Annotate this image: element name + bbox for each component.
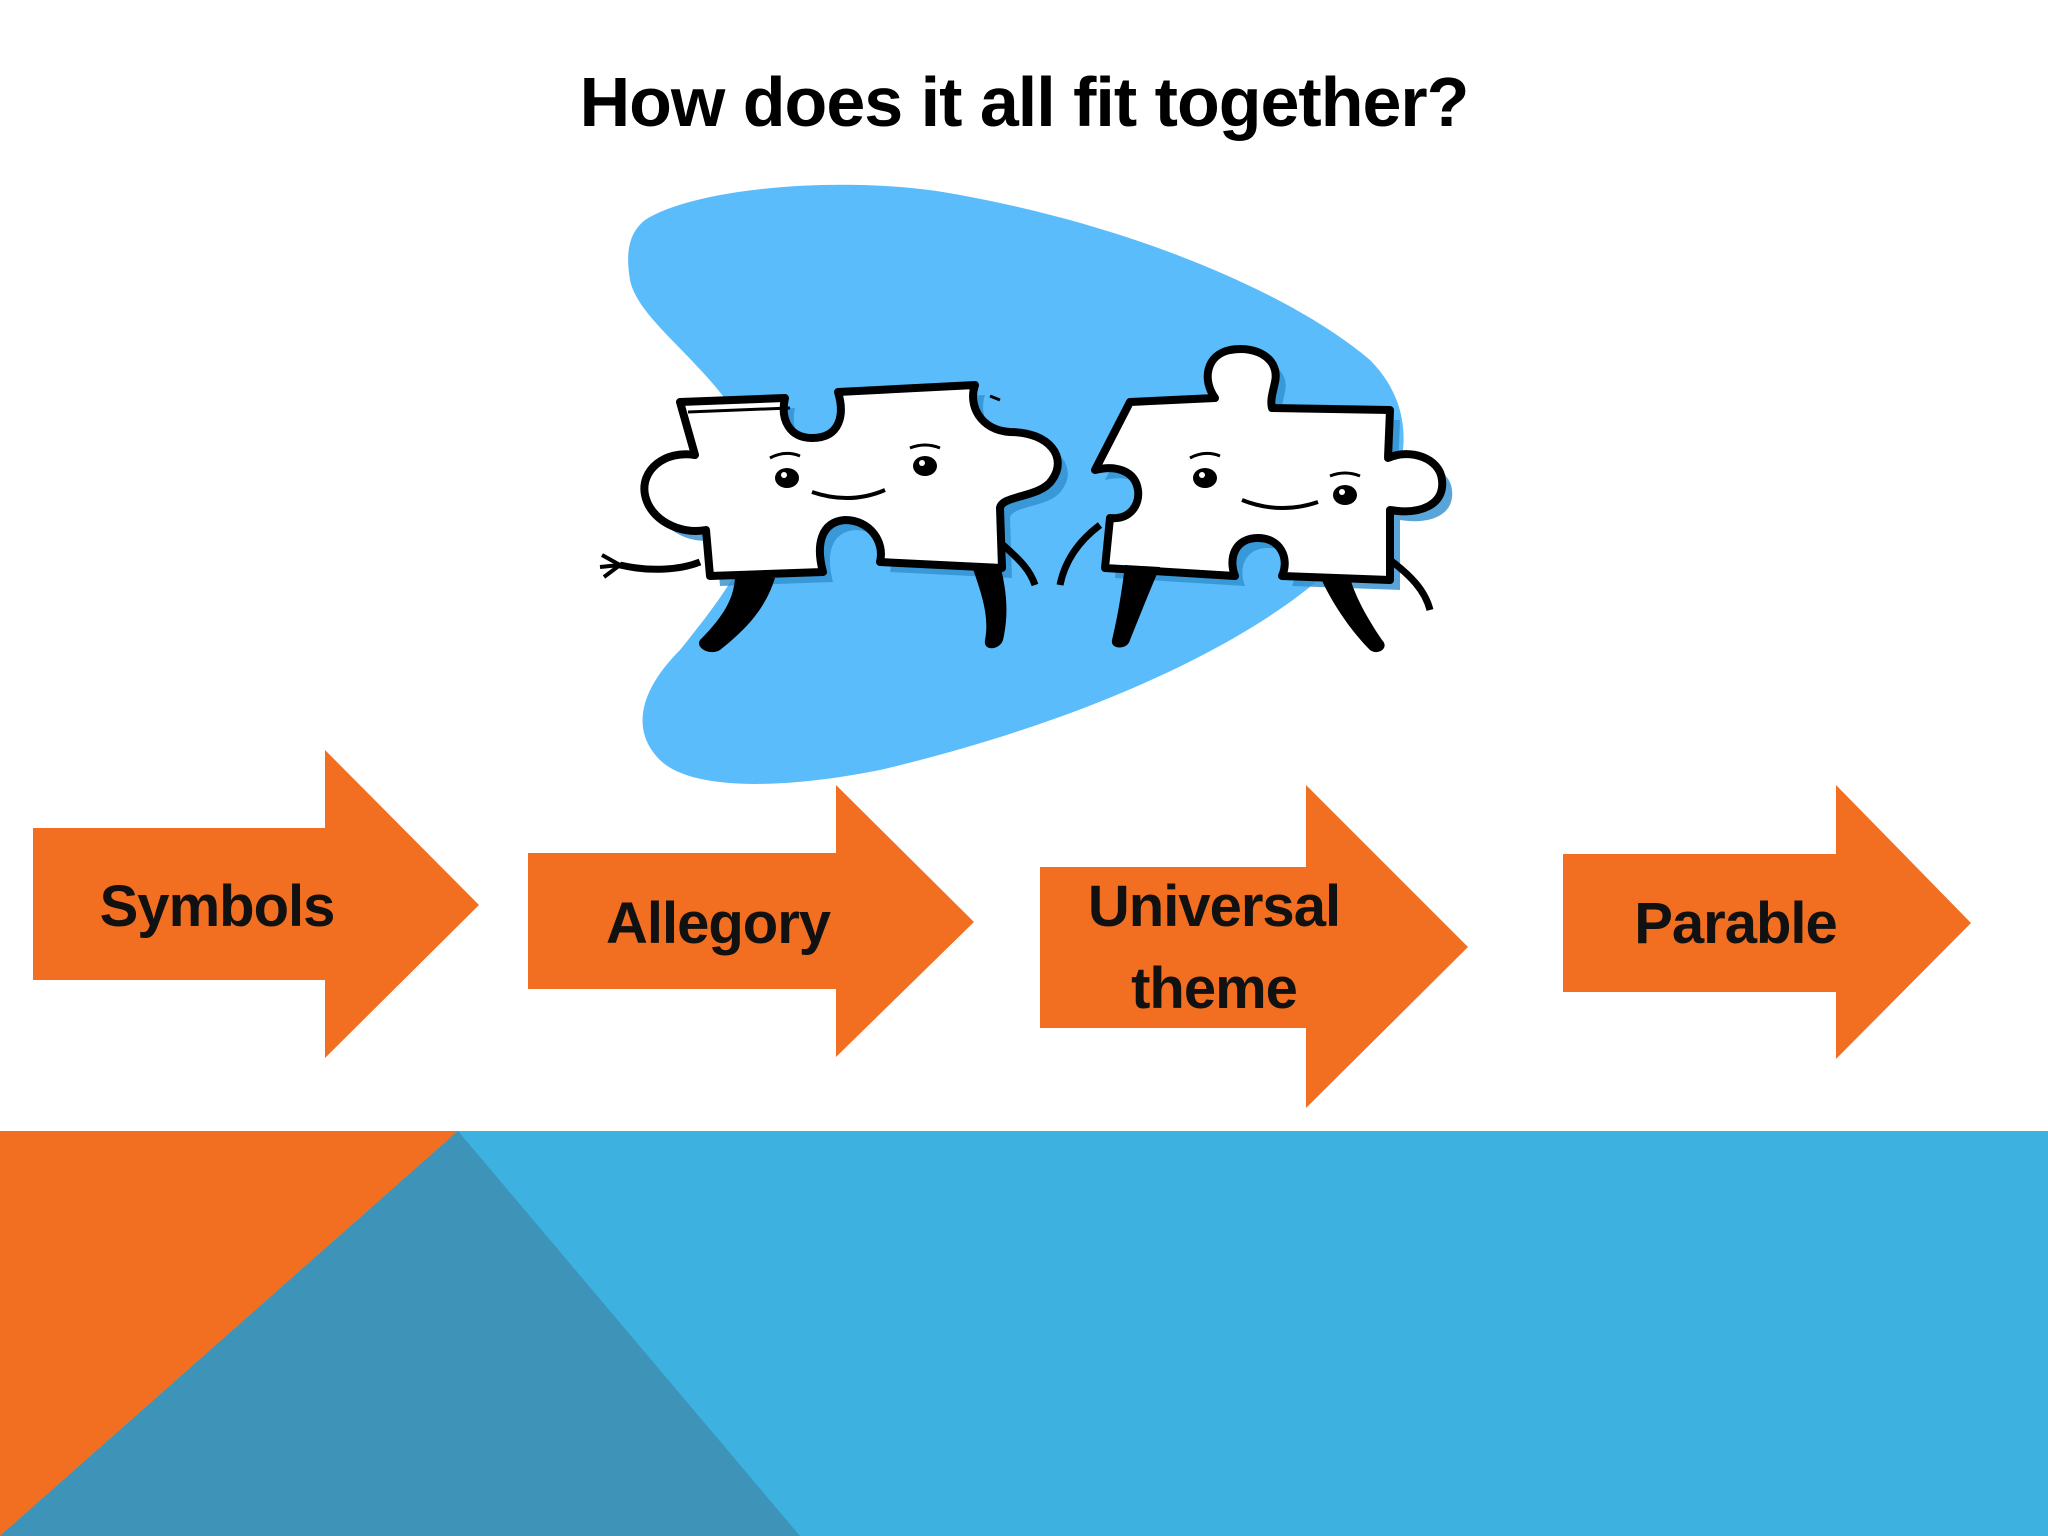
puzzle-piece-right [1056,345,1453,653]
puzzle-pieces-illustration [599,184,1453,784]
label-line: theme [1131,956,1298,1021]
slide-title: How does it all fit together? [579,63,1470,141]
flow-step-label: Universal theme [1040,866,1388,1030]
flow-arrow-parable [1563,785,1971,1059]
flow-arrow-universal-theme [1040,785,1468,1108]
flow-arrow-symbols [33,750,479,1058]
flow-step-label: Symbols [33,866,401,948]
flow-step-label: Parable [1563,883,1908,965]
label-line: Universal [1087,874,1341,939]
label-line: Symbols [99,874,336,939]
footer-decoration [0,1131,2048,1536]
label-line: Allegory [605,891,831,956]
flow-arrow-allegory [528,785,974,1057]
label-line: Parable [1634,891,1838,956]
puzzle-piece-left [599,381,1068,653]
flow-step-label: Allegory [528,883,908,965]
